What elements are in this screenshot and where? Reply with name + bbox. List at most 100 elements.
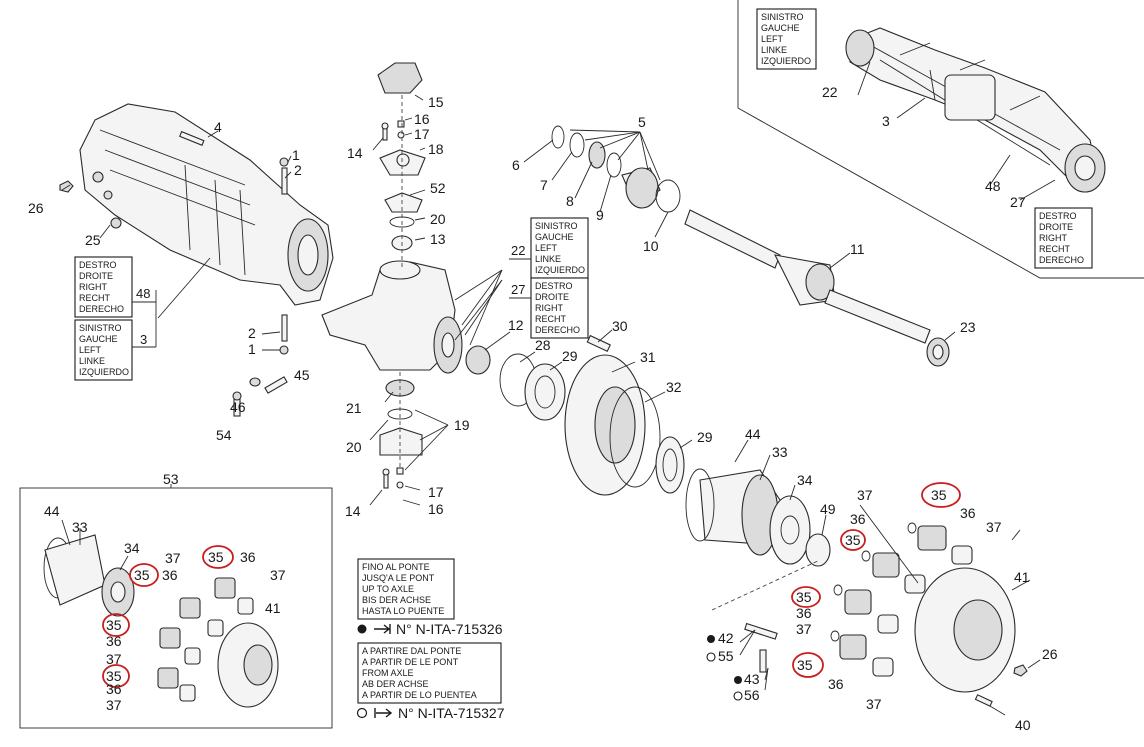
callout-56: 56	[744, 687, 760, 703]
callout-32: 32	[666, 379, 682, 395]
svg-text:LEFT: LEFT	[535, 243, 558, 253]
callout-27: 27	[511, 282, 525, 297]
callout-16: 16	[414, 111, 430, 127]
leader-lines	[61, 61, 1056, 716]
callout-37: 37	[986, 519, 1002, 535]
callout-43: 43	[744, 671, 760, 687]
callout-53: 53	[163, 471, 179, 487]
svg-text:DROITE: DROITE	[1039, 222, 1073, 232]
svg-text:IZQUIERDO: IZQUIERDO	[535, 265, 585, 275]
callout-30: 30	[612, 318, 628, 334]
callout-1: 1	[292, 147, 300, 163]
lang-box-destro-27: DESTRO DROITE RIGHT RECHT DERECHO 27	[509, 277, 589, 339]
svg-text:AB DER ACHSE: AB DER ACHSE	[362, 679, 429, 689]
svg-text:RECHT: RECHT	[535, 314, 567, 324]
callout-36: 36	[162, 567, 178, 583]
callout-20: 20	[346, 439, 362, 455]
callout-33: 33	[772, 444, 788, 460]
callout-1: 1	[248, 341, 256, 357]
callout-35: 35	[931, 487, 947, 503]
half-shaft	[551, 125, 950, 367]
callout-22: 22	[511, 243, 525, 258]
callout-2: 2	[248, 325, 256, 341]
lower-kingpin-parts	[379, 372, 423, 489]
highlight-circles	[102, 482, 961, 688]
callout-4: 4	[214, 119, 222, 135]
callout-55: 55	[718, 648, 734, 664]
callout-37: 37	[165, 550, 181, 566]
serial-until: N° N-ITA-715326	[396, 621, 503, 637]
callout-36: 36	[106, 681, 122, 697]
callout-44: 44	[44, 503, 60, 519]
callout-35: 35	[845, 532, 861, 548]
filled-dot-icon	[707, 635, 715, 643]
callout-28: 28	[535, 337, 551, 353]
callout-36: 36	[106, 633, 122, 649]
open-dot-icon	[733, 691, 743, 701]
svg-text:RIGHT: RIGHT	[1039, 233, 1068, 243]
callout-14: 14	[345, 503, 361, 519]
assembled-axle-illustration	[845, 27, 1106, 193]
callout-22: 22	[822, 84, 838, 100]
svg-text:LINKE: LINKE	[761, 45, 787, 55]
svg-text:IZQUIERDO: IZQUIERDO	[79, 367, 129, 377]
svg-text:DESTRO: DESTRO	[535, 281, 573, 291]
callout-40: 40	[1015, 717, 1031, 733]
svg-text:RECHT: RECHT	[1039, 244, 1071, 254]
callout-17: 17	[428, 484, 444, 500]
callout-8: 8	[566, 193, 574, 209]
inset-frame	[737, 0, 1144, 279]
callout-35: 35	[796, 589, 812, 605]
callout-36: 36	[796, 605, 812, 621]
callout-11: 11	[850, 241, 865, 257]
svg-text:FINO AL PONTE: FINO AL PONTE	[362, 562, 430, 572]
svg-text:LINKE: LINKE	[79, 356, 105, 366]
callout-36: 36	[960, 505, 976, 521]
svg-text:DESTRO: DESTRO	[79, 260, 117, 270]
svg-text:SINISTRO: SINISTRO	[761, 12, 804, 22]
svg-text:LEFT: LEFT	[79, 345, 102, 355]
svg-text:SINISTRO: SINISTRO	[79, 323, 122, 333]
svg-text:A PARTIRE DAL PONTE: A PARTIRE DAL PONTE	[362, 646, 461, 656]
svg-text:RIGHT: RIGHT	[535, 303, 564, 313]
callout-36: 36	[850, 511, 866, 527]
svg-text:DROITE: DROITE	[535, 292, 569, 302]
callout-54: 54	[216, 427, 232, 443]
callout-33: 33	[72, 519, 88, 535]
svg-text:A PARTIR DE LO PUENTEA: A PARTIR DE LO PUENTEA	[362, 690, 477, 700]
svg-text:BIS DER ACHSE: BIS DER ACHSE	[362, 595, 431, 605]
callout-16: 16	[428, 501, 444, 517]
svg-text:RECHT: RECHT	[79, 293, 111, 303]
filled-dot-icon	[734, 676, 742, 684]
svg-text:GAUCHE: GAUCHE	[761, 23, 800, 33]
lang-box-sinistro-22: SINISTRO GAUCHE LEFT LINKE IZQUIERDO 22	[509, 217, 589, 279]
callout-15: 15	[428, 94, 444, 110]
svg-text:DERECHO: DERECHO	[79, 304, 124, 314]
svg-text:GAUCHE: GAUCHE	[535, 232, 574, 242]
svg-text:DESTRO: DESTRO	[1039, 211, 1077, 221]
callout-26: 26	[28, 200, 44, 216]
fasteners-left	[59, 130, 289, 417]
svg-text:A PARTIR DE LE PONT: A PARTIR DE LE PONT	[362, 657, 459, 667]
svg-text:LINKE: LINKE	[535, 254, 561, 264]
callout-3: 3	[882, 113, 890, 129]
callout-48: 48	[985, 178, 1001, 194]
svg-text:DROITE: DROITE	[79, 271, 113, 281]
open-dot-icon	[356, 707, 368, 719]
callout-29: 29	[697, 429, 713, 445]
inset-53-frame	[19, 487, 333, 729]
serial-from: N° N-ITA-715327	[398, 705, 505, 721]
lang-box-sinistro-top: SINISTRO GAUCHE LEFT LINKE IZQUIERDO	[756, 8, 817, 70]
callout-18: 18	[428, 141, 444, 157]
callout-37: 37	[270, 567, 286, 583]
callout-25: 25	[85, 232, 101, 248]
until-arrow-icon	[374, 624, 391, 634]
callout-36: 36	[240, 549, 256, 565]
callout-41: 41	[1014, 569, 1030, 585]
hub-assembly	[465, 334, 831, 567]
filled-dot-icon	[357, 624, 367, 634]
svg-text:RIGHT: RIGHT	[79, 282, 108, 292]
callout-31: 31	[640, 349, 656, 365]
callout-14: 14	[347, 145, 363, 161]
